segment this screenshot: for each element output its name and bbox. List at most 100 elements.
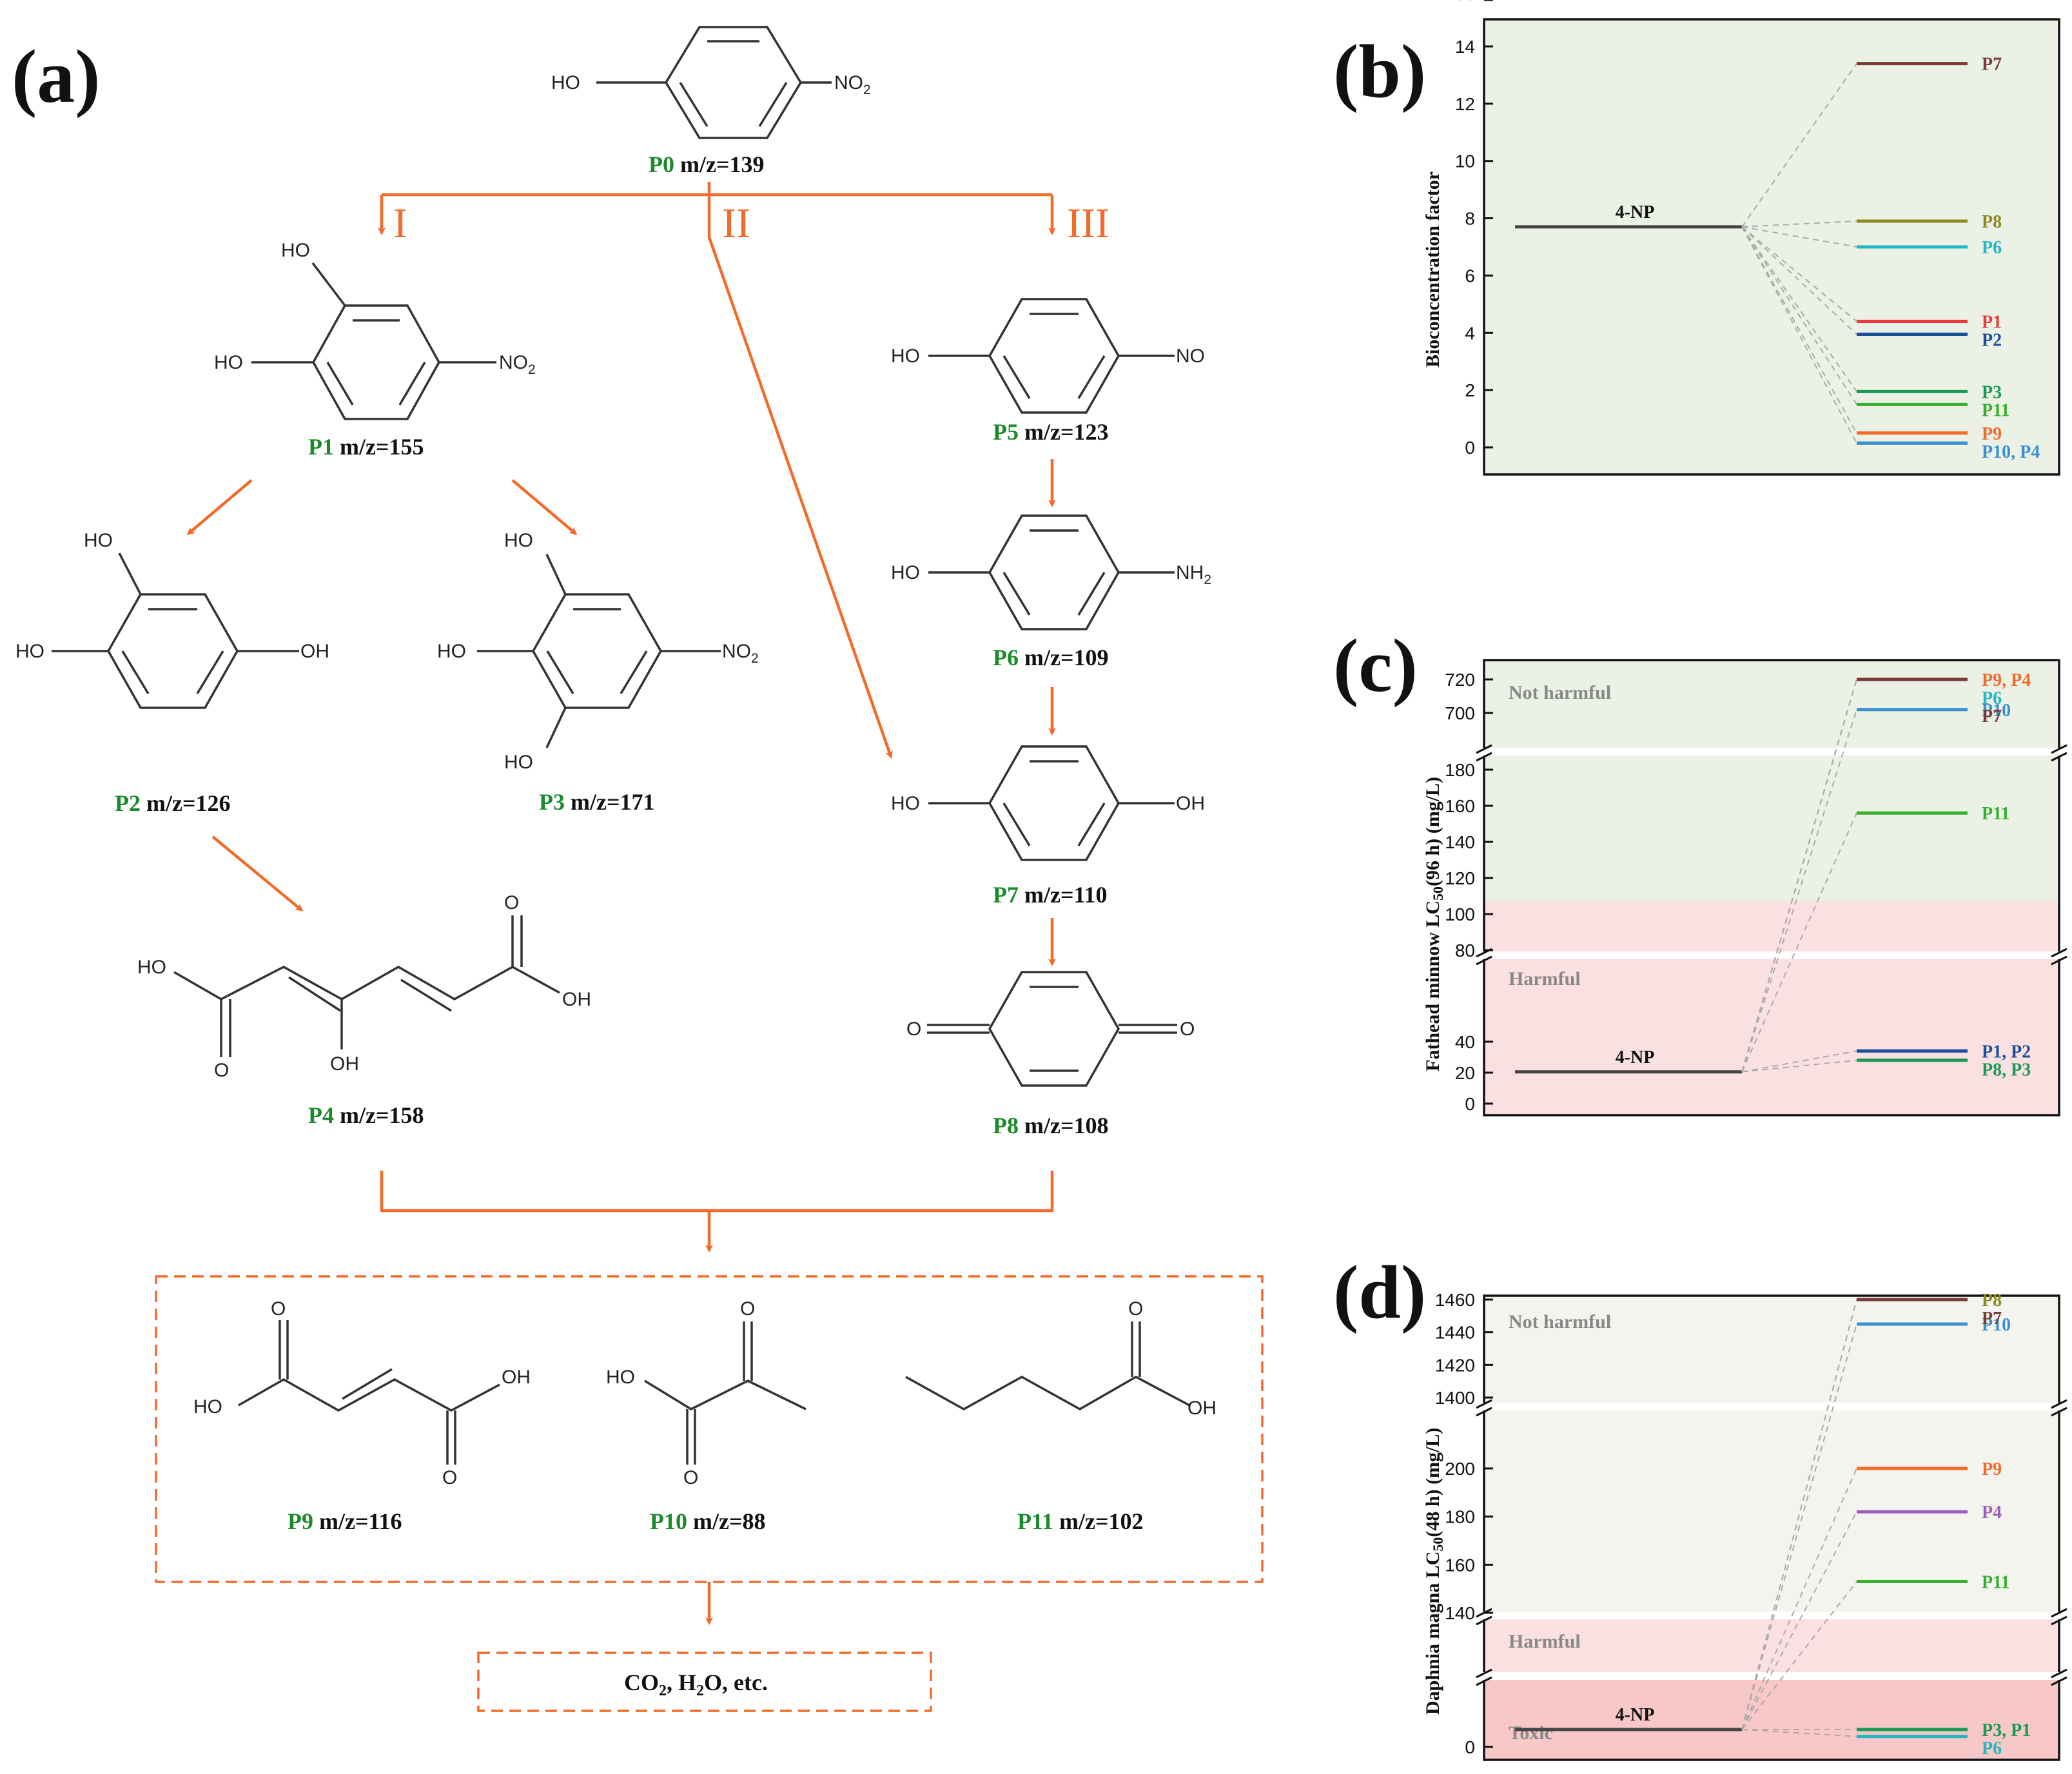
compound-label-p11: P11 m/z=102 bbox=[1017, 1508, 1144, 1534]
product-label: P10 bbox=[1982, 701, 2011, 721]
panel-label-b: (b) bbox=[1333, 29, 1426, 113]
svg-text:O: O bbox=[740, 1298, 755, 1320]
reference-label-4np: 4-NP bbox=[1616, 202, 1655, 222]
y-tick-label: 100 bbox=[1445, 904, 1475, 924]
svg-text:OH: OH bbox=[1187, 1398, 1217, 1419]
y-tick-label: 160 bbox=[1445, 1555, 1475, 1575]
compound-label-p4: P4 m/z=158 bbox=[308, 1102, 424, 1128]
connector-line bbox=[1741, 1729, 1857, 1737]
connector-line bbox=[1741, 1050, 1857, 1073]
svg-text:OH: OH bbox=[502, 1367, 531, 1388]
connector-line bbox=[1741, 1059, 1857, 1073]
final-products-label: CO2, H2O, etc. bbox=[624, 1670, 768, 1699]
product-label: P6 bbox=[1982, 1739, 2002, 1759]
y-tick-label: 20 bbox=[1455, 1063, 1475, 1083]
svg-text:NO2: NO2 bbox=[834, 72, 871, 97]
product-label: P8, P3 bbox=[1982, 1060, 2031, 1080]
svg-text:NO2: NO2 bbox=[722, 641, 759, 666]
y-tick-label: 140 bbox=[1445, 1603, 1475, 1623]
svg-text:HO: HO bbox=[606, 1367, 635, 1388]
compound-label-p9: P9 m/z=116 bbox=[288, 1508, 402, 1534]
y-tick-label: 80 bbox=[1455, 941, 1475, 960]
connector-line bbox=[1741, 226, 1857, 335]
molecule-p7: HO OH P7 m/z=110 bbox=[891, 745, 1205, 908]
final-products-box bbox=[477, 1652, 932, 1712]
product-label: P1, P2 bbox=[1982, 1042, 2031, 1062]
y-tick-label: 1440 bbox=[1435, 1323, 1475, 1343]
connector-line bbox=[1741, 1468, 1857, 1730]
svg-text:HO: HO bbox=[84, 530, 113, 551]
connector-line bbox=[1741, 226, 1857, 248]
y-tick-label: 60 bbox=[1455, 0, 1475, 4]
svg-text:O: O bbox=[906, 1019, 921, 1040]
product-label: P1 bbox=[1982, 313, 2002, 333]
molecule-p0: HO NO2 P0 m/z=139 bbox=[551, 26, 871, 177]
connector-line bbox=[1741, 220, 1857, 228]
svg-text:HO: HO bbox=[437, 641, 466, 662]
chart-c-ylabel: Fathead minnow LC50(96 h) (mg/L) bbox=[1422, 777, 1446, 1071]
y-tick-label: 10 bbox=[1455, 151, 1475, 171]
compound-label-p3: P3 m/z=171 bbox=[539, 789, 654, 815]
svg-text:O: O bbox=[271, 1298, 286, 1320]
molecule-p4: HO O OH O OH P4 m/z=158 bbox=[137, 892, 591, 1128]
compound-label-p0: P0 m/z=139 bbox=[649, 151, 764, 177]
pathway-label-i: I bbox=[393, 200, 407, 247]
connector-line bbox=[1741, 679, 1857, 1073]
product-label: P2 bbox=[1982, 331, 2002, 351]
svg-text:NO: NO bbox=[1176, 346, 1205, 367]
svg-text:HO: HO bbox=[137, 957, 166, 978]
molecule-p3: HO HO HO NO2 P3 m/z=171 bbox=[437, 530, 759, 815]
zone-toxic-d: Toxic bbox=[1509, 1722, 1553, 1744]
y-tick-label: 200 bbox=[1445, 1459, 1475, 1479]
connector-line bbox=[1741, 1299, 1857, 1730]
panel-label-c: (c) bbox=[1333, 623, 1418, 708]
svg-text:O: O bbox=[214, 1060, 229, 1081]
y-tick-label: 140 bbox=[1445, 832, 1475, 852]
svg-text:NO2: NO2 bbox=[499, 352, 536, 377]
connector-line bbox=[1741, 709, 1857, 1073]
small-acids-box bbox=[155, 1275, 1264, 1583]
svg-text:HO: HO bbox=[891, 562, 920, 583]
y-tick-label: 160 bbox=[1445, 796, 1475, 816]
y-tick-label: 1420 bbox=[1435, 1355, 1475, 1375]
compound-label-p2: P2 m/z=126 bbox=[115, 790, 230, 816]
y-tick-label: 1460 bbox=[1435, 1290, 1475, 1310]
compound-label-p5: P5 m/z=123 bbox=[993, 419, 1108, 445]
product-label: P11 bbox=[1982, 804, 2010, 824]
svg-text:NH2: NH2 bbox=[1176, 562, 1211, 587]
molecule-p8: O O P8 m/z=108 bbox=[906, 971, 1195, 1138]
y-tick-label: 0 bbox=[1465, 438, 1475, 458]
compound-label-p7: P7 m/z=110 bbox=[993, 882, 1108, 908]
connector-line bbox=[1741, 1323, 1857, 1730]
chart-d-axis: 0601401601802001400142014401460 bbox=[1435, 0, 1493, 1757]
connector-line bbox=[1741, 226, 1857, 405]
y-tick-label: 6 bbox=[1465, 266, 1475, 286]
zone-not-harmful-c: Not harmful bbox=[1509, 682, 1611, 703]
svg-text:HO: HO bbox=[193, 1396, 222, 1418]
zone-harmful-c: Harmful bbox=[1509, 968, 1581, 989]
reference-label-4np: 4-NP bbox=[1616, 1705, 1655, 1725]
svg-text:HO: HO bbox=[891, 793, 920, 814]
panel-a: (a) HO NO2 P0 m/z=139 I II III bbox=[12, 26, 1264, 1712]
chart-c-plot-area bbox=[1483, 659, 2060, 1116]
svg-text:O: O bbox=[442, 1467, 457, 1488]
y-tick-label: 180 bbox=[1445, 1507, 1475, 1527]
y-tick-label: 0 bbox=[1465, 1737, 1475, 1757]
product-label: P4 bbox=[1982, 1503, 2002, 1523]
y-tick-label: 12 bbox=[1455, 94, 1475, 114]
pathway-label-iii: III bbox=[1067, 200, 1109, 247]
compound-label-p10: P10 m/z=88 bbox=[650, 1508, 765, 1534]
y-tick-label: 8 bbox=[1465, 209, 1475, 229]
pathway-label-ii: II bbox=[722, 200, 750, 247]
y-tick-label: 2 bbox=[1465, 380, 1475, 400]
product-label: P3, P1 bbox=[1982, 1720, 2031, 1740]
reference-label-4np: 4-NP bbox=[1616, 1048, 1655, 1067]
pathway-ii-arrow bbox=[707, 195, 893, 759]
chart-d-plot-area bbox=[1483, 1294, 2060, 1761]
product-label: P7 bbox=[1982, 1309, 2002, 1329]
compound-label-p1: P1 m/z=155 bbox=[308, 434, 424, 460]
y-tick-label: 720 bbox=[1445, 670, 1475, 690]
molecule-p10: HO O O P10 m/z=88 bbox=[606, 1298, 806, 1534]
